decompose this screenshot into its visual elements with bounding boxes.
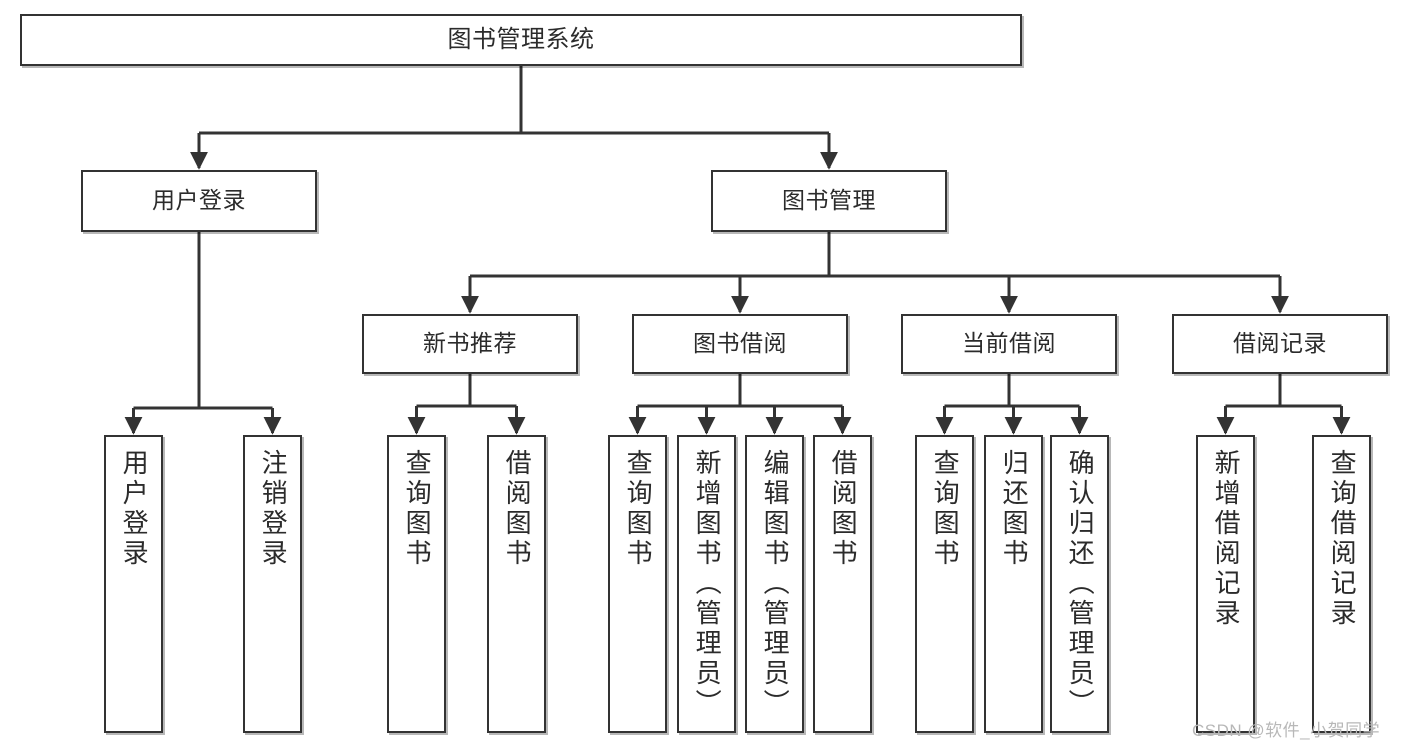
node-leaf-query-book[interactable]: 查询图书 xyxy=(608,435,667,733)
node-label: 新书推荐 xyxy=(423,330,517,357)
node-leaf-user-login[interactable]: 用户登录 xyxy=(104,435,163,733)
node-new-book-recommend[interactable]: 新书推荐 xyxy=(362,314,578,374)
node-root[interactable]: 图书管理系统 xyxy=(20,14,1022,66)
node-label: 查询图书 xyxy=(930,449,961,569)
node-label: 编辑图书（管理员） xyxy=(760,449,791,719)
node-label: 查询借阅记录 xyxy=(1327,449,1358,629)
node-label: 用户登录 xyxy=(152,187,246,214)
node-leaf-add-book[interactable]: 新增图书（管理员） xyxy=(677,435,736,733)
node-label: 借阅图书 xyxy=(502,449,533,569)
node-borrow-record[interactable]: 借阅记录 xyxy=(1172,314,1388,374)
node-label: 注销登录 xyxy=(258,449,289,569)
node-label: 查询图书 xyxy=(402,449,433,569)
node-label: 图书管理系统 xyxy=(447,25,595,53)
node-leaf-query-book-rec[interactable]: 查询图书 xyxy=(387,435,446,733)
node-label: 借阅记录 xyxy=(1233,330,1327,357)
node-label: 确认归还（管理员） xyxy=(1065,449,1096,719)
node-leaf-borrow-book[interactable]: 借阅图书 xyxy=(813,435,872,733)
node-leaf-query-record[interactable]: 查询借阅记录 xyxy=(1312,435,1371,733)
node-user-login[interactable]: 用户登录 xyxy=(81,170,317,232)
node-leaf-add-record[interactable]: 新增借阅记录 xyxy=(1196,435,1255,733)
watermark-text: CSDN @软件_小贺同学 xyxy=(1192,721,1381,740)
node-label: 查询图书 xyxy=(623,449,654,569)
node-leaf-user-logout[interactable]: 注销登录 xyxy=(243,435,302,733)
node-label: 图书管理 xyxy=(782,187,876,214)
node-book-manage[interactable]: 图书管理 xyxy=(711,170,947,232)
node-book-borrow[interactable]: 图书借阅 xyxy=(632,314,848,374)
node-leaf-edit-book[interactable]: 编辑图书（管理员） xyxy=(745,435,804,733)
node-label: 借阅图书 xyxy=(828,449,859,569)
node-label: 新增借阅记录 xyxy=(1211,449,1242,629)
node-current-borrow[interactable]: 当前借阅 xyxy=(901,314,1117,374)
node-label: 图书借阅 xyxy=(693,330,787,357)
node-leaf-query-book-cur[interactable]: 查询图书 xyxy=(915,435,974,733)
node-label: 新增图书（管理员） xyxy=(692,449,723,719)
node-leaf-confirm-return[interactable]: 确认归还（管理员） xyxy=(1050,435,1109,733)
node-label: 归还图书 xyxy=(999,449,1030,569)
node-label: 用户登录 xyxy=(119,449,150,569)
node-leaf-borrow-book-rec[interactable]: 借阅图书 xyxy=(487,435,546,733)
node-label: 当前借阅 xyxy=(962,330,1056,357)
node-leaf-return-book[interactable]: 归还图书 xyxy=(984,435,1043,733)
